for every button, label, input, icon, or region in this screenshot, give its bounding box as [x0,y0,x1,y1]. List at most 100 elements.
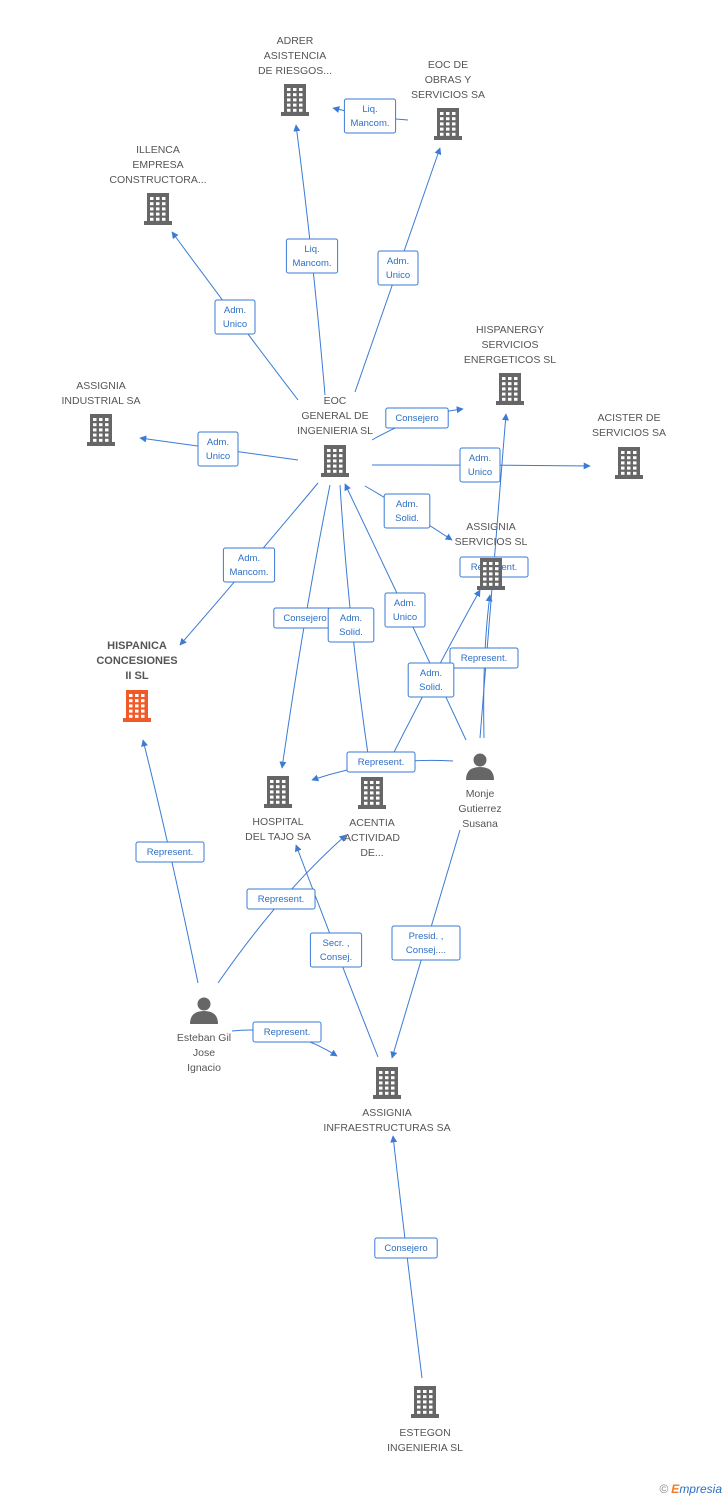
edge-label-box[interactable] [459,447,501,483]
edge-label-text: Secr. , [323,938,350,949]
edge-label-box[interactable] [384,592,426,628]
edge-label[interactable]: Consejero [273,607,337,629]
edge-label[interactable]: Liq.Mancom. [285,238,339,274]
edge-label-text: Adm. [207,437,229,448]
edge-label[interactable]: Adm.Unico [214,299,256,335]
edge-label-box[interactable] [252,1021,322,1043]
edge-label-box[interactable] [385,407,449,429]
person-icon [190,997,218,1024]
edge-label-text: Unico [206,451,230,462]
edge-label-box[interactable] [309,932,363,968]
edge-label-text: Unico [386,270,410,281]
node-label: INGENIERIA SL [387,1442,463,1454]
edge-labels-layer: Liq.Mancom.Liq.Mancom.Adm.UnicoAdm.Unico… [135,98,529,1259]
edge-label[interactable]: Consejero [385,407,449,429]
edge-label-box[interactable] [391,925,461,961]
edge-label-text: Consej. [320,952,352,963]
edge-label[interactable]: Adm.Solid. [407,662,455,698]
edge-label[interactable]: Adm.Unico [459,447,501,483]
node-label: GENERAL DE [301,410,368,422]
edge-label-box[interactable] [214,299,256,335]
edge-label-text: Adm. [394,598,416,609]
node-label: ADRER [277,35,314,47]
edge-label[interactable]: Represent. [246,888,316,910]
edge-label-text: Solid. [419,682,443,693]
edge-label-box[interactable] [222,547,276,583]
node-acentia[interactable]: ACENTIAACTIVIDADDE... [344,777,400,859]
node-label: ILLENCA [136,144,180,156]
node-label: HISPANICA [107,640,167,652]
edge-label[interactable]: Adm.Solid. [327,607,375,643]
edge-label[interactable]: Adm.Mancom. [222,547,276,583]
edge-label-text: Adm. [469,453,491,464]
building-icon [373,1067,401,1099]
edge-label[interactable]: Adm. Unico [377,250,419,286]
node-label: INDUSTRIAL SA [62,395,141,407]
edge-label-box[interactable] [377,250,419,286]
node-illenca[interactable]: ILLENCAEMPRESACONSTRUCTORA... [109,144,207,225]
edge-label-text: Represent. [358,757,404,768]
node-label: SERVICIOS SL [455,536,528,548]
edge-label[interactable]: Adm. Unico [384,592,426,628]
copyright-symbol: © [659,1482,669,1496]
building-icon [281,84,309,116]
edge-label[interactable]: Consejero [374,1237,438,1259]
edge-label-text: Adm. [387,256,409,267]
edge-label[interactable]: Represent. [135,841,205,863]
edge-label-text: Unico [393,612,417,623]
node-label: II SL [125,670,149,682]
edge-label-text: Consejero [384,1243,427,1254]
edge-label[interactable]: Secr. , Consej. [309,932,363,968]
node-label: ASSIGNIA [362,1107,412,1119]
edge-label-box[interactable] [383,493,431,529]
edge-label[interactable]: Represent. [252,1021,322,1043]
edge-label-box[interactable] [327,607,375,643]
node-label: ACENTIA [349,817,395,829]
edge-label[interactable]: Adm. Unico [197,431,239,467]
building-icon [321,445,349,477]
edge-label-text: Represent. [258,894,304,905]
brand-name: mpresia [679,1482,722,1496]
edge-label-text: Adm. [238,553,260,564]
building-icon [264,776,292,808]
edge-label[interactable]: Represent. [449,647,519,669]
edge-label-box[interactable] [285,238,339,274]
edge-label-box[interactable] [407,662,455,698]
edge-label[interactable]: Represent. [346,751,416,773]
node-label: Jose [193,1047,215,1059]
node-label: HOSPITAL [252,816,303,828]
edge-label-box[interactable] [246,888,316,910]
node-label: Monje [466,788,495,800]
edge-label-box[interactable] [343,98,397,134]
building-icon [358,777,386,809]
node-hispanica[interactable]: HISPANICA CONCESIONES II SL [96,640,178,722]
building-icon [87,414,115,446]
node-label: CONCESIONES [96,655,177,667]
edge-label-box[interactable] [374,1237,438,1259]
edge-label-box[interactable] [197,431,239,467]
edge-label-text: Represent. [147,847,193,858]
edge-label[interactable]: Adm.Solid. [383,493,431,529]
edge-label-box[interactable] [346,751,416,773]
edge-label-text: Adm. [340,613,362,624]
footer-brand[interactable]: ©Empresia [659,1482,722,1496]
edge-label-text: Consejero [283,613,326,624]
edge-label-text: Presid. , [409,931,444,942]
edge-label[interactable]: Liq.Mancom. [343,98,397,134]
edge-label[interactable]: Presid. ,Consej.... [391,925,461,961]
edge-label-text: Adm. [224,305,246,316]
edge-label-box[interactable] [449,647,519,669]
edge-label-box[interactable] [135,841,205,863]
